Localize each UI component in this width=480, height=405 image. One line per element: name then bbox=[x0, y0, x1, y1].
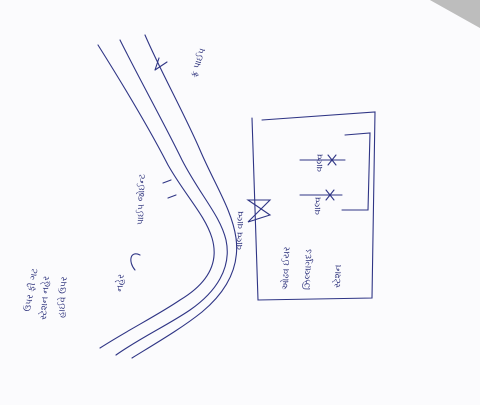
canal-side-label: નહેર bbox=[113, 273, 127, 292]
pipe-joint-mark-b bbox=[167, 194, 177, 199]
station-box-outline bbox=[251, 111, 376, 301]
canal-note-line-2: સ્ટેશન નહેર bbox=[37, 275, 52, 320]
inner-valve-symbol-a bbox=[327, 154, 337, 166]
hook-arrow bbox=[130, 253, 141, 271]
pipe-joint-mark-a bbox=[162, 179, 172, 184]
inner-branch-box bbox=[341, 132, 371, 211]
box-label-line-3: સ્ટેશન bbox=[331, 264, 344, 288]
canal-line-outer bbox=[97, 44, 215, 349]
valve-label: વાલ્વ વાલ્વ bbox=[235, 210, 246, 250]
box-label-line-1: ઓઢવ ઈયર bbox=[279, 246, 293, 290]
flow-arrow bbox=[154, 57, 168, 71]
page-corner bbox=[430, 0, 480, 28]
valve-symbol bbox=[246, 199, 272, 223]
inner-valve-label-a: વાલ્વ bbox=[315, 153, 326, 172]
box-label-line-2: ઝિલ્લાગુદડ bbox=[302, 249, 314, 290]
inner-valve-symbol-b bbox=[325, 189, 335, 201]
inner-valve-label-b: વાલ્વ bbox=[313, 196, 324, 215]
canal-note-line-3: હાઈવે ઉપર bbox=[55, 276, 70, 318]
pipe-line-third bbox=[131, 34, 238, 359]
pipe-joint-label: પાઈપ જોઈન્ટ bbox=[134, 174, 148, 226]
pipe-line-inner bbox=[115, 39, 228, 356]
